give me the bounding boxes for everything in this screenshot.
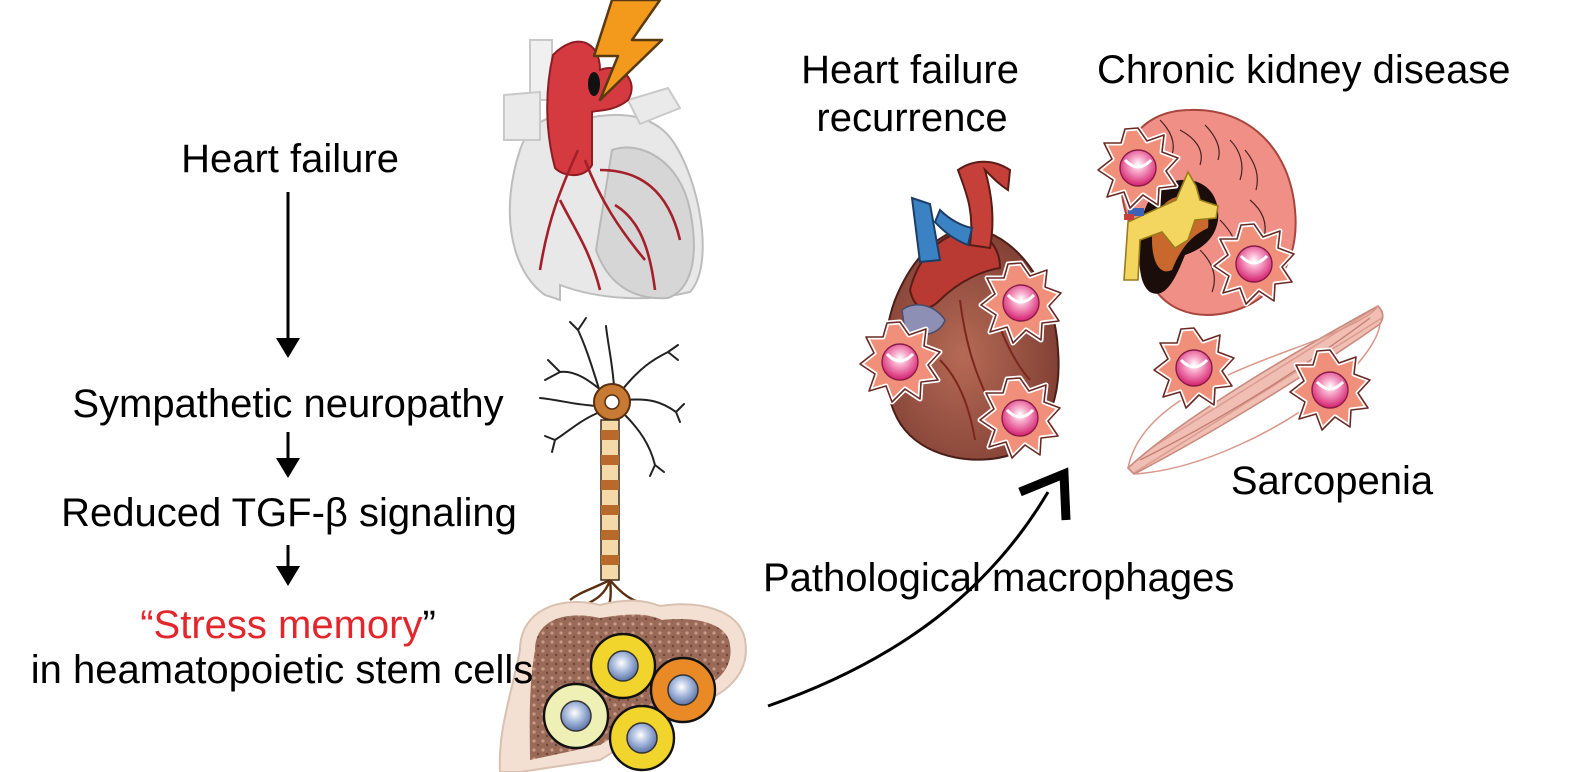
- flow-step-heart-failure: Heart failure: [181, 137, 399, 181]
- flow-step-reduced-tgf-beta: Reduced TGF-β signaling: [61, 491, 517, 535]
- outcome-sarcopenia: Sarcopenia: [1230, 459, 1434, 503]
- curved-arrow: [767, 467, 1071, 708]
- macrophage-icon: [1154, 328, 1234, 408]
- pathological-macrophages-label: Pathological macrophages: [763, 556, 1235, 600]
- outcome-heart-failure-line2: recurrence: [816, 96, 1008, 140]
- heart-anatomy-illustration: [503, 0, 704, 302]
- bone-marrow-illustration: [498, 599, 747, 772]
- outcome-heart-failure-line1: Heart failure: [801, 48, 1019, 92]
- close-quote: ”: [422, 603, 436, 647]
- flow-step-sympathetic-neuropathy: Sympathetic neuropathy: [72, 382, 504, 426]
- flow-step-stress-memory: “Stress memory”: [140, 602, 436, 648]
- hsc-cells: [542, 632, 717, 772]
- stress-memory-emphasis: Stress memory: [153, 603, 423, 647]
- flow-step-hsc-label: in heamatopoietic stem cells: [30, 648, 534, 692]
- outcome-chronic-kidney-disease: Chronic kidney disease: [1097, 48, 1511, 92]
- neuron-illustration: [539, 317, 685, 617]
- flow-arrows: [276, 192, 300, 586]
- open-quote: “: [140, 603, 154, 647]
